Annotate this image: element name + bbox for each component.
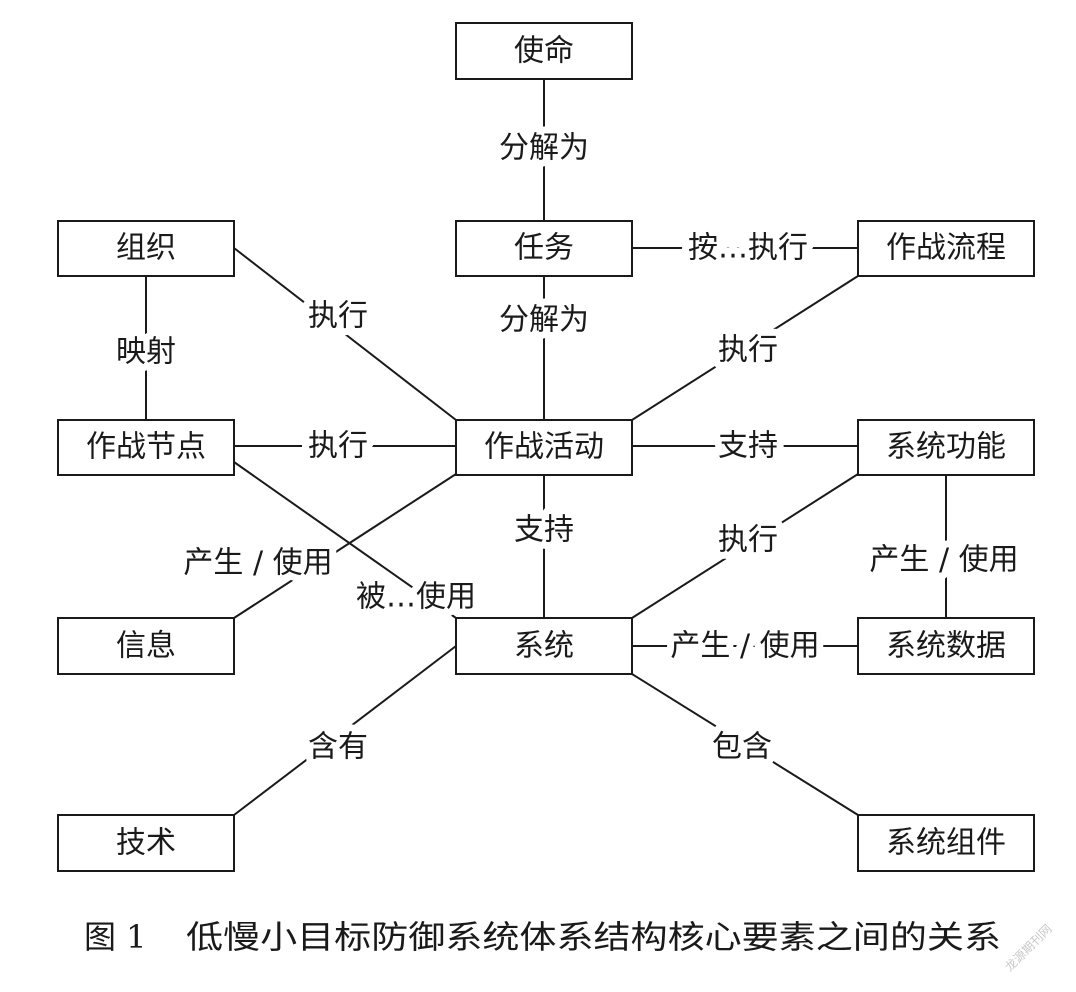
node-operational-node: 作战节点: [57, 419, 235, 476]
label-system-technology: 含有: [308, 730, 368, 765]
label-mission-task: 分解为: [499, 131, 589, 166]
edge-node-system: [233, 461, 457, 619]
node-system-data-label: 系统数据: [886, 629, 1006, 664]
label-task-activity: 分解为: [499, 303, 589, 338]
node-system-component-label: 系统组件: [886, 826, 1006, 861]
caption-figure-number: 图 1: [84, 918, 147, 956]
watermark: 龙源期刊网: [1002, 922, 1054, 974]
node-mission-label: 使命: [514, 34, 574, 69]
edge-system-function: [631, 473, 859, 619]
caption-title: 低慢小目标防御系统体系结构核心要素之间的关系: [186, 918, 1001, 956]
edge-labels: 分解为 按…执行 分解为 执行 执行 映射 执行 支持 支持 产生 / 使用 被…: [109, 124, 1026, 772]
node-system: 系统: [455, 617, 633, 675]
node-system-component: 系统组件: [857, 814, 1035, 872]
node-system-function: 系统功能: [857, 419, 1035, 476]
label-activity-system: 支持: [514, 513, 574, 548]
label-task-process: 按…执行: [688, 231, 808, 266]
node-organization: 组织: [57, 220, 235, 277]
label-org-node: 映射: [116, 335, 176, 370]
node-operational-process: 作战流程: [857, 220, 1035, 277]
node-system-function-label: 系统功能: [886, 430, 1006, 465]
node-organization-label: 组织: [116, 231, 176, 266]
label-node-activity: 执行: [308, 429, 368, 464]
figure-caption: 图 1 低慢小目标防御系统体系结构核心要素之间的关系: [84, 918, 1001, 956]
node-operational-activity: 作战活动: [455, 419, 633, 476]
label-system-function: 执行: [718, 523, 778, 558]
node-operational-node-label: 作战节点: [86, 430, 206, 465]
edge-info-activity: [233, 473, 457, 619]
node-technology-label: 技术: [116, 826, 176, 861]
label-org-activity: 执行: [308, 299, 368, 334]
label-system-component: 包含: [712, 730, 772, 765]
node-task: 任务: [455, 220, 633, 277]
node-mission: 使命: [455, 22, 633, 80]
node-operational-activity-label: 作战活动: [484, 430, 604, 465]
edge-org-activity: [233, 247, 457, 421]
label-activity-function: 支持: [718, 429, 778, 464]
label-function-data: 产生 / 使用: [869, 543, 1018, 578]
label-info-activity: 产生 / 使用: [183, 546, 332, 581]
node-information-label: 信息: [116, 629, 176, 664]
label-node-system: 被…使用: [356, 580, 476, 615]
node-system-label: 系统: [514, 629, 574, 664]
edge-system-technology: [233, 645, 457, 816]
edge-process-activity: [631, 275, 859, 421]
node-system-data: 系统数据: [857, 617, 1035, 675]
node-operational-process-label: 作战流程: [886, 231, 1006, 266]
node-information: 信息: [57, 617, 235, 675]
edge-system-component: [631, 673, 859, 816]
node-task-label: 任务: [514, 231, 574, 266]
label-process-activity: 执行: [718, 333, 778, 368]
label-system-data: 产生 / 使用: [670, 629, 819, 664]
node-technology: 技术: [57, 814, 235, 872]
edge-lines: [145, 79, 947, 816]
